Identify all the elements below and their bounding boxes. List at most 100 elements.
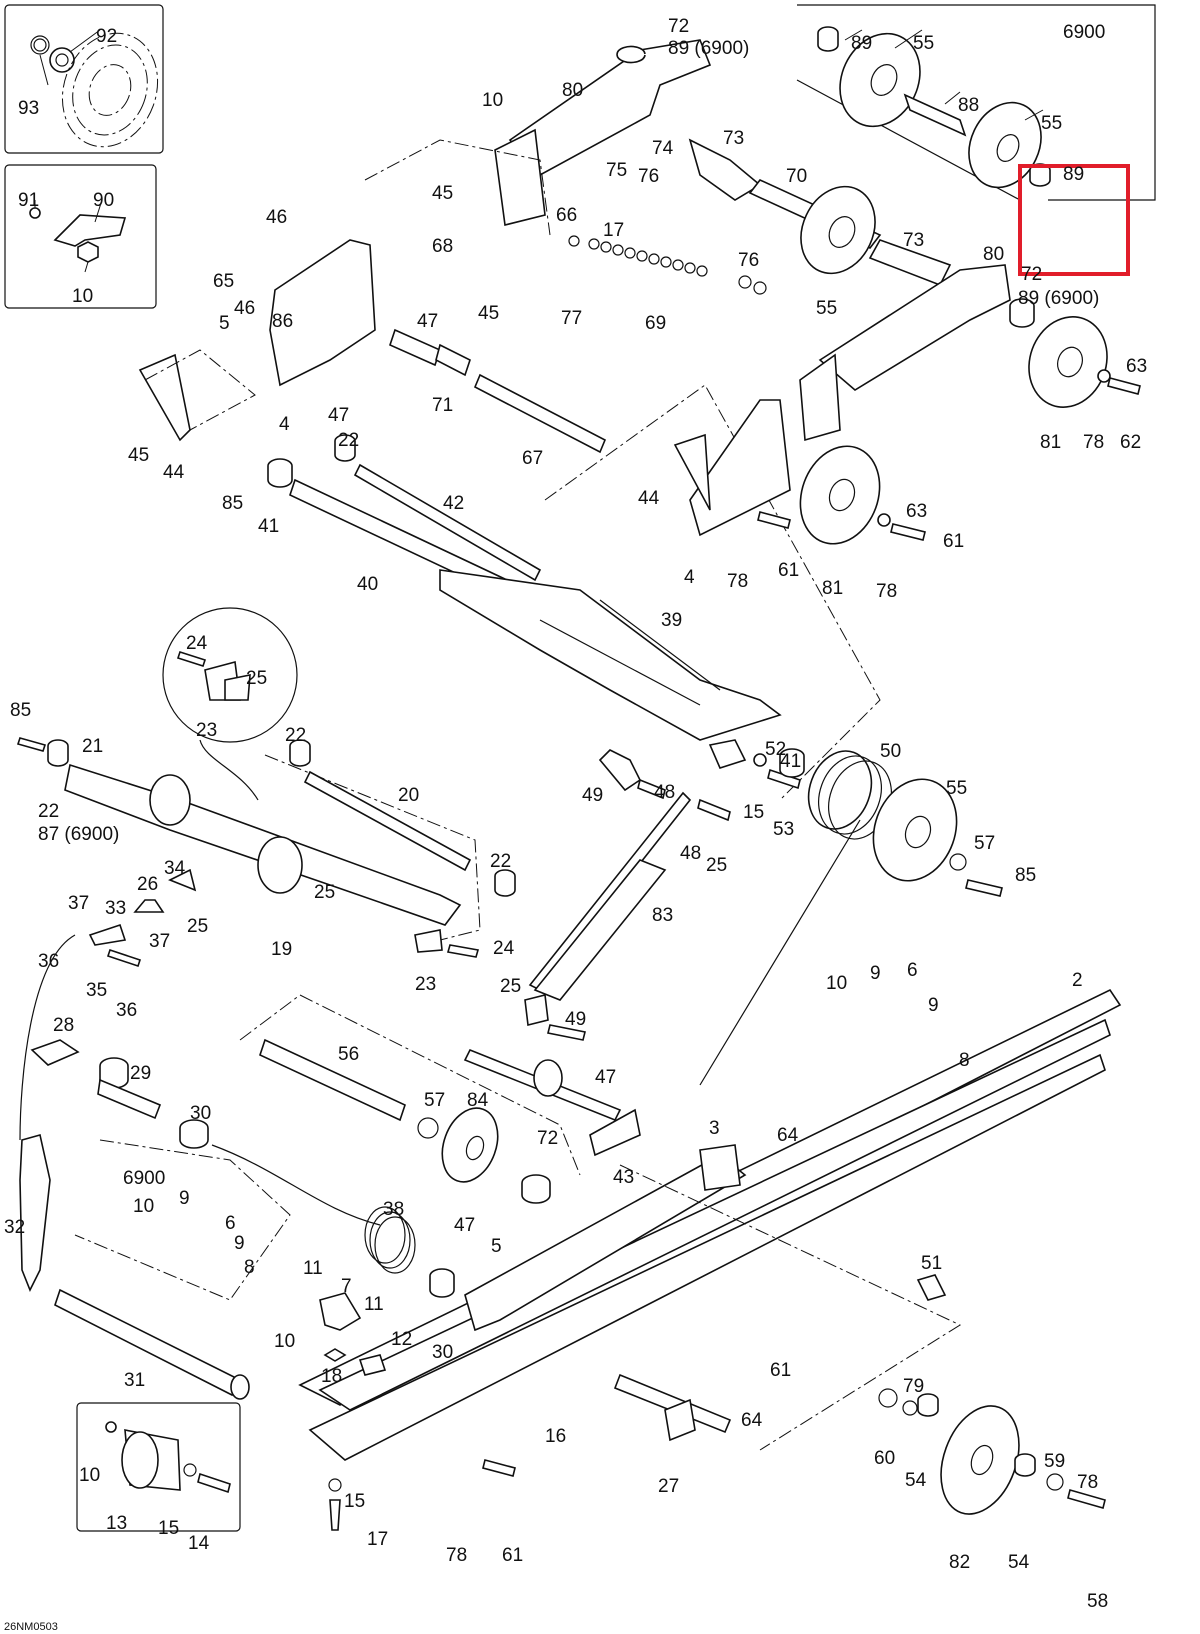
callout-61b: 61 bbox=[778, 560, 799, 581]
callout-25b: 25 bbox=[706, 855, 727, 876]
callout-46b: 46 bbox=[234, 298, 255, 319]
callout-10e: 10 bbox=[274, 1331, 295, 1352]
callout-67: 67 bbox=[522, 448, 543, 469]
callout-93: 93 bbox=[18, 98, 39, 119]
callout-4b: 4 bbox=[684, 567, 695, 588]
inset-box-6900-wheels bbox=[796, 4, 1156, 201]
callout-10f: 10 bbox=[79, 1465, 100, 1486]
callout-25d: 25 bbox=[314, 882, 335, 903]
callout-15c: 15 bbox=[158, 1518, 179, 1539]
callout-72a: 72 bbox=[668, 16, 689, 37]
callout-89c: 89 bbox=[851, 33, 872, 54]
callout-92: 92 bbox=[96, 26, 117, 47]
callout-61a: 61 bbox=[943, 531, 964, 552]
upper-arm-assembly bbox=[138, 39, 1141, 454]
callout-55a: 55 bbox=[816, 298, 837, 319]
callout-83: 83 bbox=[652, 905, 673, 926]
callout-4a: 4 bbox=[279, 414, 290, 435]
callout-41a: 41 bbox=[258, 516, 279, 537]
highlight-box bbox=[1018, 164, 1130, 276]
callout-87: 87 (6900) bbox=[38, 824, 119, 845]
callout-66: 66 bbox=[556, 205, 577, 226]
callout-12: 12 bbox=[391, 1329, 412, 1350]
callout-71: 71 bbox=[432, 395, 453, 416]
callout-22c: 22 bbox=[38, 801, 59, 822]
callout-24b: 24 bbox=[493, 938, 515, 959]
callout-23b: 23 bbox=[415, 974, 436, 995]
callout-55d: 55 bbox=[946, 778, 967, 799]
callout-55c: 55 bbox=[1041, 113, 1062, 134]
callout-11a: 11 bbox=[303, 1258, 323, 1279]
callout-73a: 73 bbox=[723, 128, 744, 149]
callout-63a: 63 bbox=[1126, 356, 1147, 377]
callout-85a: 85 bbox=[222, 493, 243, 514]
callout-37b: 37 bbox=[149, 931, 170, 952]
callout-52: 52 bbox=[765, 739, 786, 760]
callout-80a: 80 bbox=[562, 80, 583, 101]
callout-62: 62 bbox=[1120, 432, 1141, 453]
callout-49a: 49 bbox=[582, 785, 603, 806]
callout-46a: 46 bbox=[266, 207, 287, 228]
callout-25a: 25 bbox=[246, 668, 267, 689]
callout-19: 19 bbox=[271, 939, 292, 960]
callout-27: 27 bbox=[658, 1476, 679, 1497]
callout-51: 51 bbox=[921, 1253, 942, 1274]
callout-9a: 9 bbox=[870, 963, 881, 984]
callout-84: 84 bbox=[467, 1090, 489, 1111]
callout-16: 16 bbox=[545, 1426, 566, 1447]
callout-86: 86 bbox=[272, 311, 293, 332]
callout-89a: 89 (6900) bbox=[668, 38, 749, 59]
callout-47b: 47 bbox=[328, 405, 349, 426]
callout-9c: 9 bbox=[179, 1188, 190, 1209]
callout-78c: 78 bbox=[876, 581, 897, 602]
callout-7: 7 bbox=[341, 1276, 352, 1297]
callout-80b: 80 bbox=[983, 244, 1004, 265]
callout-6900box: 6900 bbox=[1063, 22, 1105, 43]
callout-49b: 49 bbox=[565, 1009, 586, 1030]
callout-9b: 9 bbox=[928, 995, 939, 1016]
callout-69: 69 bbox=[645, 313, 666, 334]
callout-17a: 17 bbox=[603, 220, 624, 241]
callout-44b: 44 bbox=[638, 488, 660, 509]
callout-78a: 78 bbox=[1083, 432, 1104, 453]
callout-61c: 61 bbox=[770, 1360, 791, 1381]
callout-38: 38 bbox=[383, 1199, 404, 1220]
callout-64a: 64 bbox=[777, 1125, 799, 1146]
callout-77: 77 bbox=[561, 308, 582, 329]
callout-43: 43 bbox=[613, 1167, 634, 1188]
callout-22b: 22 bbox=[285, 725, 306, 746]
callout-28: 28 bbox=[53, 1015, 74, 1036]
callout-36b: 36 bbox=[116, 1000, 137, 1021]
callout-6b: 6 bbox=[225, 1213, 236, 1234]
callout-34: 34 bbox=[164, 858, 186, 879]
callout-90: 90 bbox=[93, 190, 114, 211]
callout-36a: 36 bbox=[38, 951, 59, 972]
shock-and-spring bbox=[524, 739, 1003, 1086]
callout-15a: 15 bbox=[743, 802, 764, 823]
callout-42: 42 bbox=[443, 493, 464, 514]
callout-45c: 45 bbox=[128, 445, 149, 466]
callout-32: 32 bbox=[4, 1217, 25, 1238]
callout-10a: 10 bbox=[72, 286, 93, 307]
callout-41b: 41 bbox=[780, 751, 801, 772]
callout-23a: 23 bbox=[196, 720, 217, 741]
callout-65: 65 bbox=[213, 271, 234, 292]
callout-14: 14 bbox=[188, 1533, 210, 1554]
callout-5a: 5 bbox=[219, 313, 230, 334]
callout-17b: 17 bbox=[367, 1529, 388, 1550]
callout-57b: 57 bbox=[424, 1090, 445, 1111]
callout-59: 59 bbox=[1044, 1451, 1065, 1472]
callout-68: 68 bbox=[432, 236, 453, 257]
callout-20: 20 bbox=[398, 785, 419, 806]
callout-91: 91 bbox=[18, 190, 39, 211]
callout-57a: 57 bbox=[974, 833, 995, 854]
lower-rail-assembly bbox=[19, 988, 1122, 1532]
callout-11b: 11 bbox=[364, 1294, 384, 1315]
callout-58: 58 bbox=[1087, 1591, 1108, 1612]
callout-82: 82 bbox=[949, 1552, 970, 1573]
callout-25e: 25 bbox=[500, 976, 521, 997]
callout-85c: 85 bbox=[1015, 865, 1036, 886]
callout-6900inner: 6900 bbox=[123, 1168, 165, 1189]
